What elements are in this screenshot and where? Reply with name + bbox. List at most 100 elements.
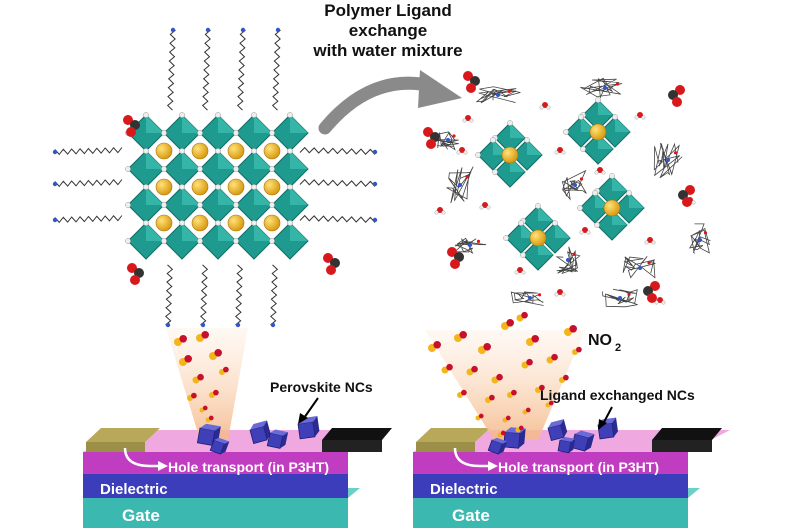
polymer-atom — [468, 243, 472, 247]
water-hydrogen — [644, 240, 649, 245]
halide-atom — [578, 114, 584, 120]
alkyl-chain — [201, 29, 211, 111]
cation-atom — [191, 178, 209, 196]
perovskite-nc-cubes — [196, 415, 320, 455]
nc-cube — [249, 420, 271, 445]
oxygen-atom — [506, 319, 514, 327]
gas-atom-oxygen — [426, 139, 436, 149]
hole-transport-arrow-icon — [453, 447, 490, 468]
water-oxygen — [597, 167, 603, 173]
halide-atom — [233, 202, 239, 208]
nc-cube — [547, 419, 568, 442]
halide-atom — [612, 114, 618, 120]
polymer-strand — [436, 131, 459, 151]
halide-atom — [552, 220, 558, 226]
process-title-line-2: exchange — [349, 21, 427, 40]
water-hydrogen — [641, 115, 646, 120]
right-nc-pointer — [602, 406, 613, 425]
gas-atom-oxygen — [447, 247, 457, 257]
polymer-atom — [496, 93, 500, 97]
polymer-strand — [622, 256, 656, 279]
octahedron-facet — [527, 140, 542, 155]
water-oxygen — [582, 227, 588, 233]
alkyl-chain — [54, 146, 123, 156]
no2-label-subscript: 2 — [615, 342, 621, 354]
octahedron-facet — [598, 100, 613, 115]
water-hydrogen — [546, 105, 551, 110]
drain-electrode-front — [322, 440, 382, 452]
alkyl-chain — [54, 178, 123, 188]
oxygen-atom — [496, 373, 503, 381]
halide-atom — [215, 184, 221, 190]
head-group-atom — [275, 27, 281, 33]
water-oxygen — [437, 207, 443, 213]
oxygen-atom — [525, 407, 531, 413]
cation-atom — [191, 142, 209, 160]
octahedron-facet — [538, 206, 553, 221]
drain-electrode — [322, 428, 392, 440]
halide-atom — [524, 137, 530, 143]
halide-atom — [507, 120, 513, 126]
oxygen-atom — [518, 425, 524, 431]
oxygen-atom — [531, 335, 539, 343]
process-title-line-3: with water mixture — [312, 41, 462, 60]
nc-cube-top — [250, 420, 267, 430]
head-group-atom — [205, 27, 211, 33]
cation-atom — [155, 214, 173, 232]
no2-label: NO 2 — [588, 332, 621, 354]
nc-cube-front — [196, 427, 216, 446]
polymer-strand — [580, 77, 623, 99]
gas-atom-oxygen — [672, 97, 682, 107]
halide-atom — [125, 238, 131, 244]
halide-atom — [287, 148, 293, 154]
halide-atom — [179, 148, 185, 154]
polymer-atom — [647, 261, 651, 265]
water-hydrogen — [479, 205, 484, 210]
halide-atom — [233, 166, 239, 172]
head-group-atom — [372, 181, 378, 187]
gas-atom-oxygen — [647, 293, 657, 303]
source-electrode-front — [86, 442, 145, 452]
nc-cube-front — [266, 432, 284, 449]
oxygen-atom — [433, 341, 442, 349]
cation-atom — [529, 229, 547, 247]
polymer-ligands — [436, 77, 711, 308]
nc-cube — [557, 436, 576, 454]
water-hydrogen — [561, 292, 566, 297]
halide-atom — [197, 166, 203, 172]
nc-cube — [503, 427, 526, 449]
oxygen-atom — [461, 389, 467, 396]
halide-atom — [490, 137, 496, 143]
water-molecules — [434, 102, 696, 305]
octahedron-facet — [254, 115, 272, 133]
alkyl-chain — [54, 214, 123, 224]
halide-atom — [161, 166, 167, 172]
halide-atom — [609, 173, 615, 179]
nc-cube-top — [270, 429, 289, 436]
oxygen-atom — [483, 343, 492, 351]
head-group-atom — [372, 149, 378, 155]
gas-molecules — [123, 71, 695, 303]
oxygen-atom — [500, 430, 506, 436]
left-sensor-device: Hole transport (in P3HT) Dielectric Gate… — [83, 328, 392, 528]
polymer-atom — [627, 292, 631, 296]
oxygen-atom — [569, 325, 577, 333]
halide-atom — [503, 235, 509, 241]
halide-atom — [251, 184, 257, 190]
alkyl-chain — [270, 264, 279, 326]
polymer-strand — [453, 237, 487, 255]
oxygen-atom — [471, 365, 478, 373]
hole-transport-arrowhead — [158, 461, 168, 471]
polymer-strand — [446, 166, 474, 204]
oxygen-atom — [511, 389, 517, 396]
polymer-atom — [703, 231, 708, 235]
polymer-atom — [666, 158, 670, 162]
halide-atom — [215, 220, 221, 226]
octahedron-facet — [615, 117, 630, 132]
octahedron-facet — [218, 115, 236, 133]
halide-atom — [269, 166, 275, 172]
no2-label-text: NO — [588, 332, 612, 349]
cation-atom — [603, 199, 621, 217]
halide-atom — [492, 169, 498, 175]
halide-atom — [215, 148, 221, 154]
